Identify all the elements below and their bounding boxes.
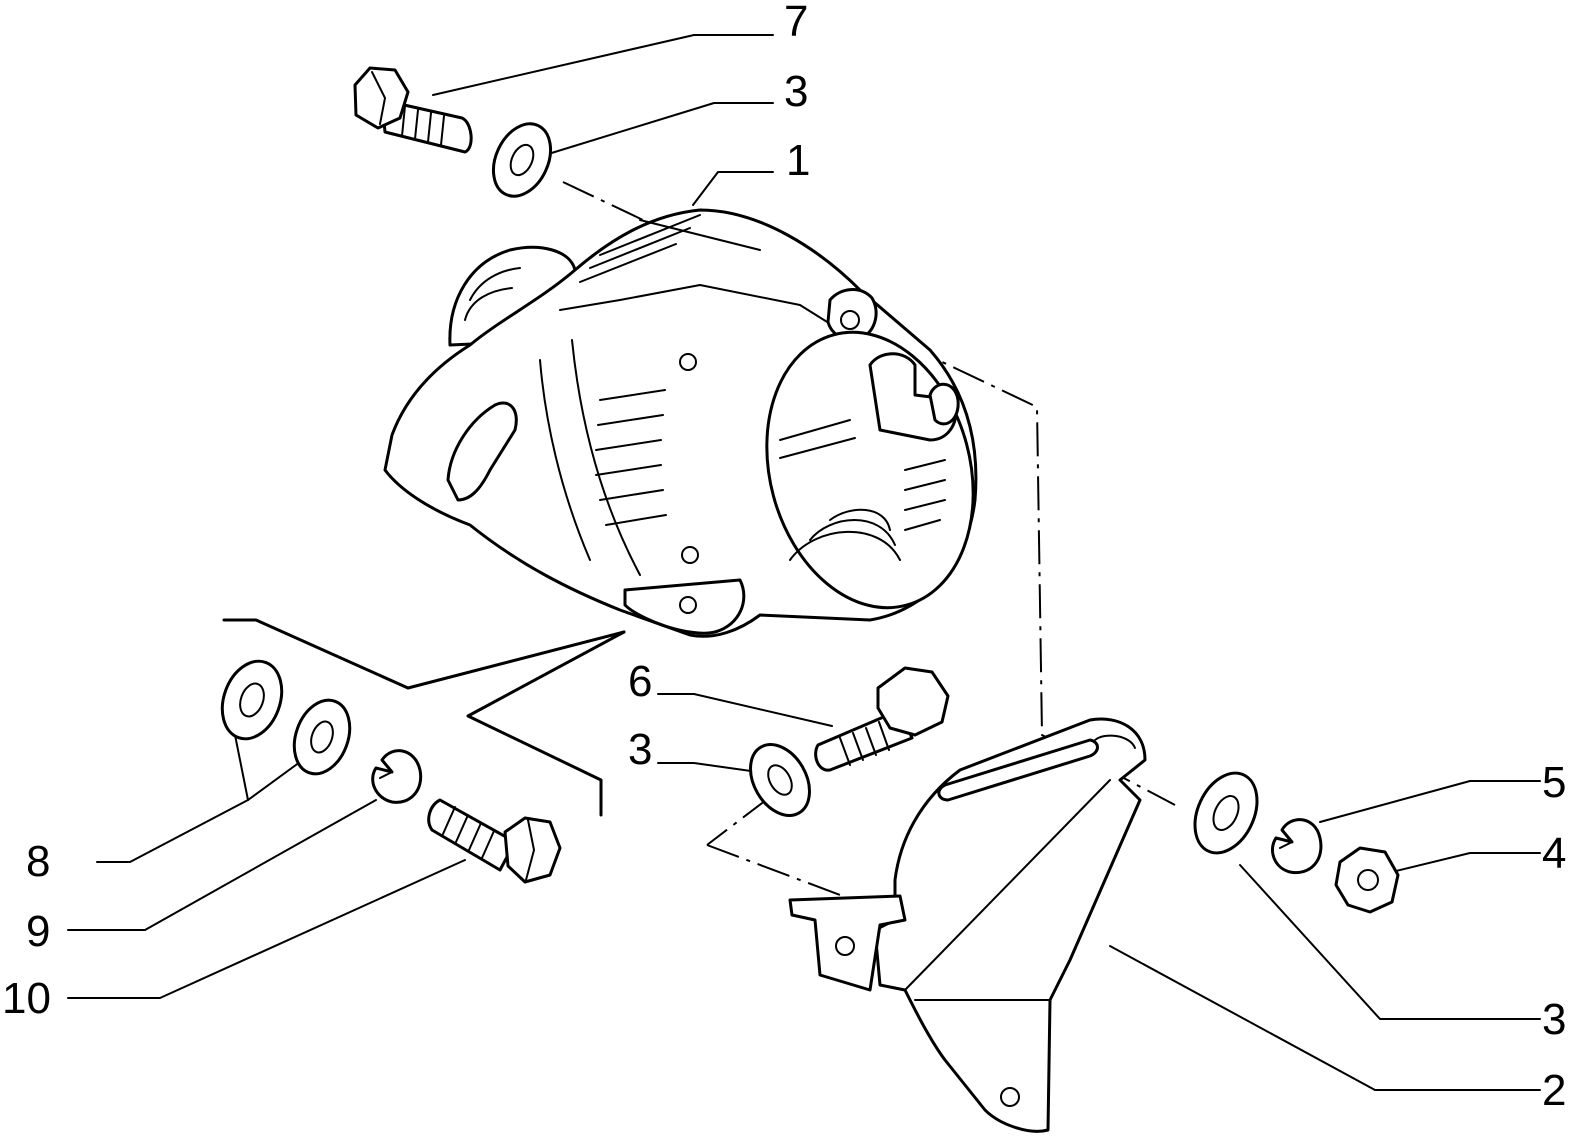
callout-5: 5 bbox=[1542, 758, 1566, 807]
washer-icon bbox=[220, 659, 284, 741]
callout-6: 6 bbox=[628, 657, 652, 706]
leader-lines bbox=[67, 34, 1541, 1091]
washer-icon bbox=[749, 743, 811, 817]
spring-washer-icon bbox=[1271, 818, 1323, 875]
bolt-icon bbox=[427, 798, 562, 884]
washer-icon bbox=[491, 122, 553, 198]
callout-1: 1 bbox=[786, 136, 810, 185]
callout-3-right: 3 bbox=[1542, 995, 1566, 1044]
callout-2: 2 bbox=[1542, 1066, 1566, 1115]
alternator-icon bbox=[383, 208, 978, 638]
callout-10: 10 bbox=[2, 974, 51, 1023]
callout-7: 7 bbox=[784, 0, 808, 46]
callout-labels: 7 3 1 6 3 5 4 8 9 10 3 2 bbox=[2, 0, 1566, 1115]
mounting-bracket-icon bbox=[788, 717, 1147, 1133]
spring-washer-icon bbox=[371, 749, 423, 804]
guide-lines bbox=[222, 618, 626, 817]
hex-nut-icon bbox=[1334, 846, 1400, 914]
callout-3-top: 3 bbox=[784, 67, 808, 116]
washer-icon bbox=[1193, 771, 1259, 855]
callout-3-middle: 3 bbox=[628, 725, 652, 774]
washer-icon bbox=[292, 698, 352, 776]
bolt-icon bbox=[814, 666, 950, 772]
callout-4: 4 bbox=[1542, 829, 1566, 878]
callout-9: 9 bbox=[26, 907, 50, 956]
callout-8: 8 bbox=[26, 837, 50, 886]
bolt-icon bbox=[353, 66, 473, 154]
